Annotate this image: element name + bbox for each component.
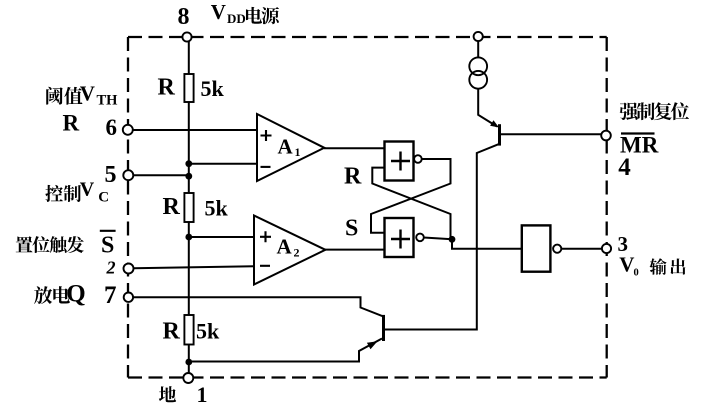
svg-text:5k: 5k — [196, 319, 220, 344]
svg-text:R: R — [163, 194, 181, 220]
svg-text:C: C — [98, 190, 109, 206]
svg-text:6: 6 — [106, 115, 118, 140]
svg-text:0: 0 — [634, 268, 639, 279]
svg-text:4: 4 — [618, 154, 631, 181]
svg-text:R: R — [163, 319, 181, 345]
svg-text:R: R — [344, 164, 362, 190]
svg-text:TH: TH — [97, 92, 119, 108]
svg-text:V: V — [619, 253, 634, 277]
svg-text:S: S — [101, 232, 114, 258]
svg-text:R: R — [63, 110, 80, 135]
svg-text:S: S — [345, 216, 358, 242]
svg-text:A: A — [277, 235, 293, 259]
svg-text:V: V — [80, 179, 95, 201]
svg-text:Q: Q — [66, 281, 85, 308]
svg-text:MR: MR — [620, 132, 659, 157]
svg-text:DD: DD — [227, 11, 246, 26]
svg-text:3: 3 — [618, 232, 629, 256]
svg-text:1: 1 — [197, 382, 208, 407]
svg-text:R: R — [158, 75, 176, 101]
svg-text:5k: 5k — [201, 76, 225, 101]
svg-text:7: 7 — [104, 282, 117, 309]
svg-text:2: 2 — [294, 246, 300, 260]
svg-text:2: 2 — [106, 258, 116, 278]
svg-text:5k: 5k — [205, 196, 229, 221]
svg-text:1: 1 — [295, 145, 301, 159]
svg-text:V: V — [80, 81, 95, 105]
svg-text:8: 8 — [178, 4, 190, 30]
svg-text:V: V — [211, 0, 226, 24]
svg-text:A: A — [278, 135, 294, 159]
svg-text:5: 5 — [105, 162, 117, 188]
